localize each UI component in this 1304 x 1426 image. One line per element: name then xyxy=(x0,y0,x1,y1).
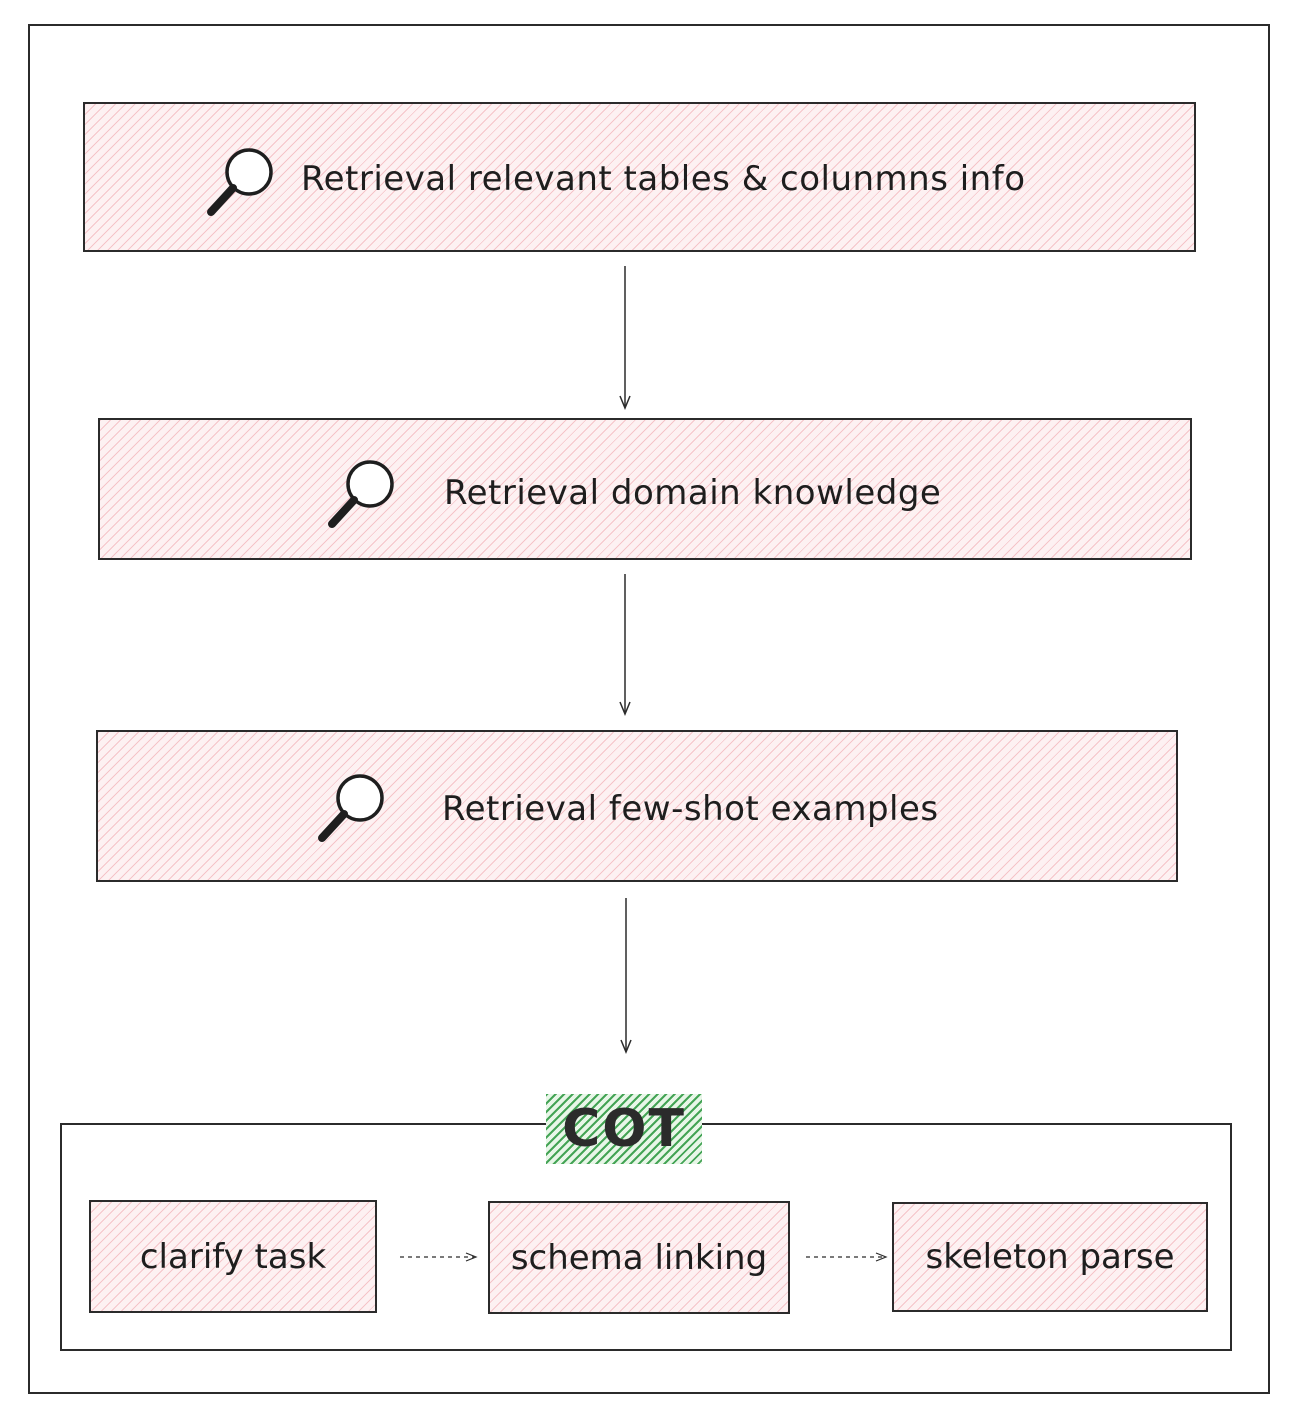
step-label: Retrieval relevant tables & colunmns inf… xyxy=(301,159,1026,199)
step-retrieve-domain-knowledge: Retrieval domain knowledge xyxy=(98,418,1192,560)
cot-title: COT xyxy=(546,1094,702,1164)
cot-step-clarify-task: clarify task xyxy=(89,1200,377,1313)
cot-step-skeleton-parse: skeleton parse xyxy=(892,1202,1208,1312)
magnifier-icon xyxy=(328,460,394,528)
cot-step-label: skeleton parse xyxy=(925,1237,1175,1277)
cot-step-schema-linking: schema linking xyxy=(488,1201,790,1314)
cot-step-label: schema linking xyxy=(510,1237,768,1278)
step-retrieve-tables-columns: Retrieval relevant tables & colunmns inf… xyxy=(83,102,1196,252)
step-label: Retrieval few-shot examples xyxy=(442,789,939,829)
outer-frame xyxy=(28,24,1270,1394)
step-label: Retrieval domain knowledge xyxy=(444,473,942,513)
cot-step-label: clarify task xyxy=(139,1236,327,1277)
magnifier-icon xyxy=(318,774,384,842)
step-retrieve-few-shot-examples: Retrieval few-shot examples xyxy=(96,730,1178,882)
magnifier-icon xyxy=(207,148,273,216)
